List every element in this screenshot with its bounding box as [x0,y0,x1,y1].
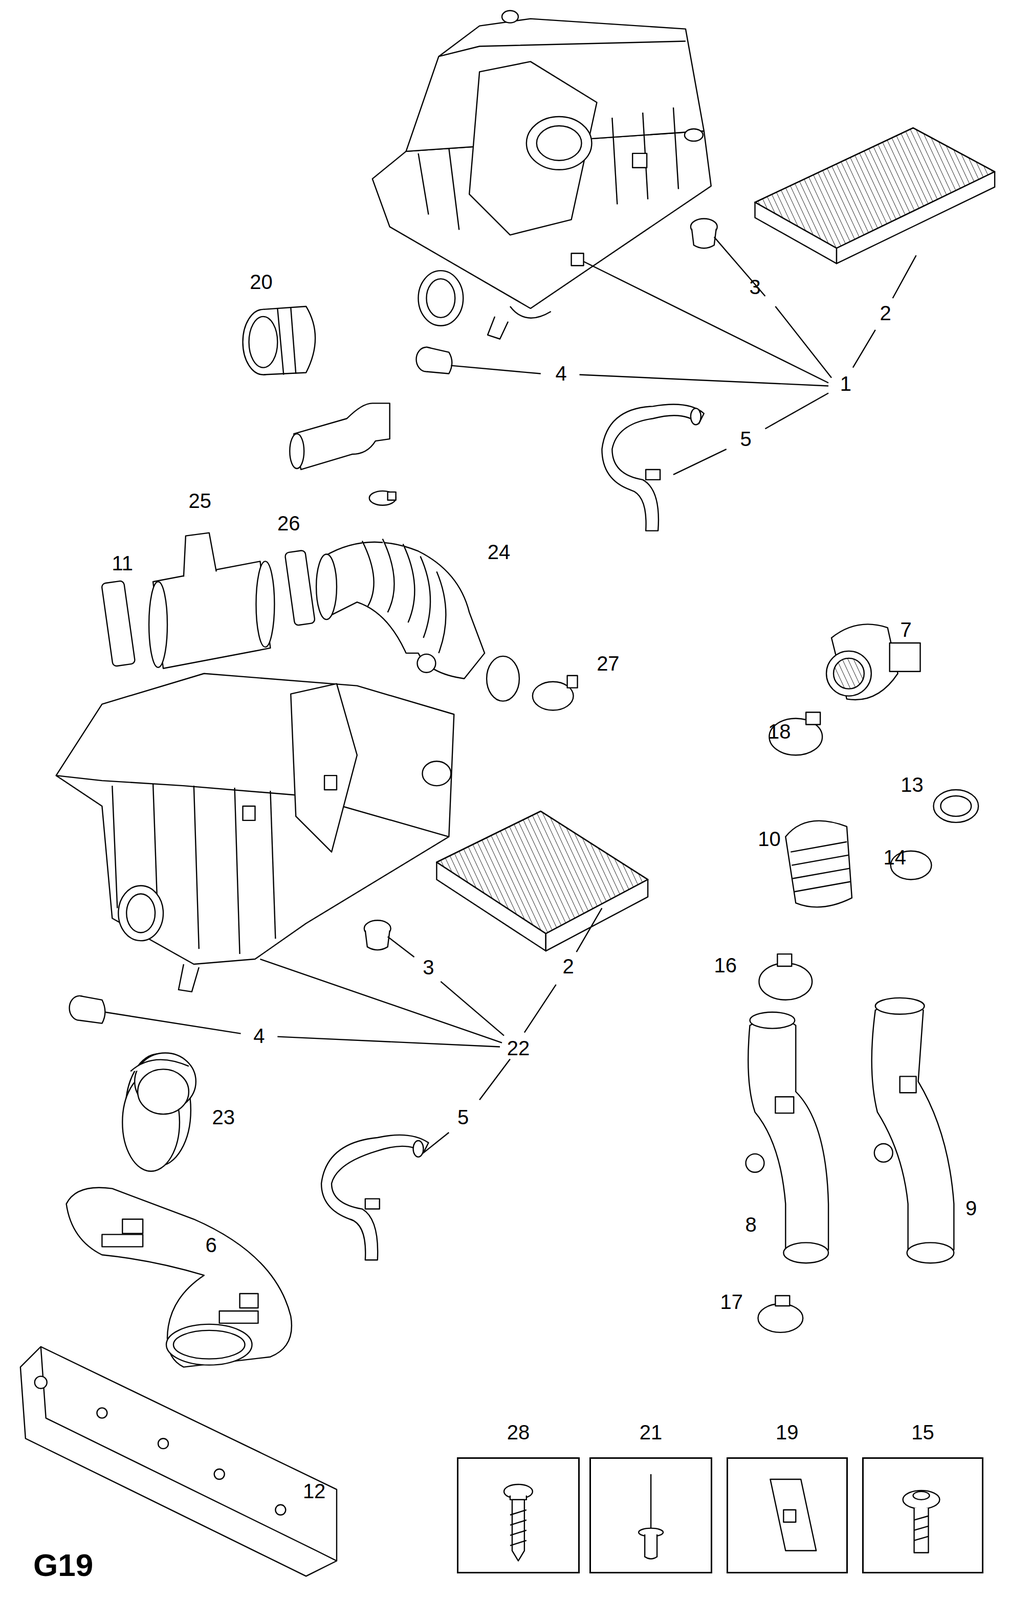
fastener-box: 28 [456,1457,580,1574]
callout-number: 1 [838,372,854,396]
fastener-box: 21 [589,1457,712,1574]
callout-number: 4 [251,1024,267,1048]
callout-number: 12 [300,1480,328,1503]
callout-number: 22 [505,1037,533,1060]
callout-number: 24 [485,540,513,564]
fastener-box: 15 [862,1457,984,1574]
callout-number: 4 [553,362,569,385]
callout-number: 21 [639,1422,663,1443]
callout-number: 14 [881,846,909,869]
callout-number: 10 [755,827,783,851]
callout-number: 13 [898,773,926,797]
callout-number: 17 [717,1290,745,1314]
callout-number: 3 [420,956,436,979]
callout-number: 5 [737,427,754,451]
callout-number: 3 [747,275,763,299]
callout-number: 5 [455,1106,471,1129]
callout-number: 15 [911,1422,935,1443]
callout-number: 28 [507,1422,531,1443]
fastener-box: 19 [726,1457,848,1574]
callout-number: 8 [742,1213,759,1237]
callout-number: 18 [765,720,794,743]
callout-number: 16 [711,954,739,977]
callout-number: 23 [209,1106,237,1129]
callout-number: 6 [203,1234,219,1257]
callout-number: 2 [560,955,576,978]
leader-lines [104,236,916,1154]
callout-number: 27 [594,652,622,675]
callout-number: 2 [878,301,894,325]
callout-number: 26 [275,512,303,535]
callout-number: 9 [963,1197,979,1220]
callout-number: 25 [186,489,214,513]
callout-number: 19 [775,1422,799,1443]
figure-code: G19 [31,1548,96,1583]
callout-number: 7 [897,618,914,642]
callout-number: 20 [247,270,275,294]
callout-number: 11 [110,552,136,575]
